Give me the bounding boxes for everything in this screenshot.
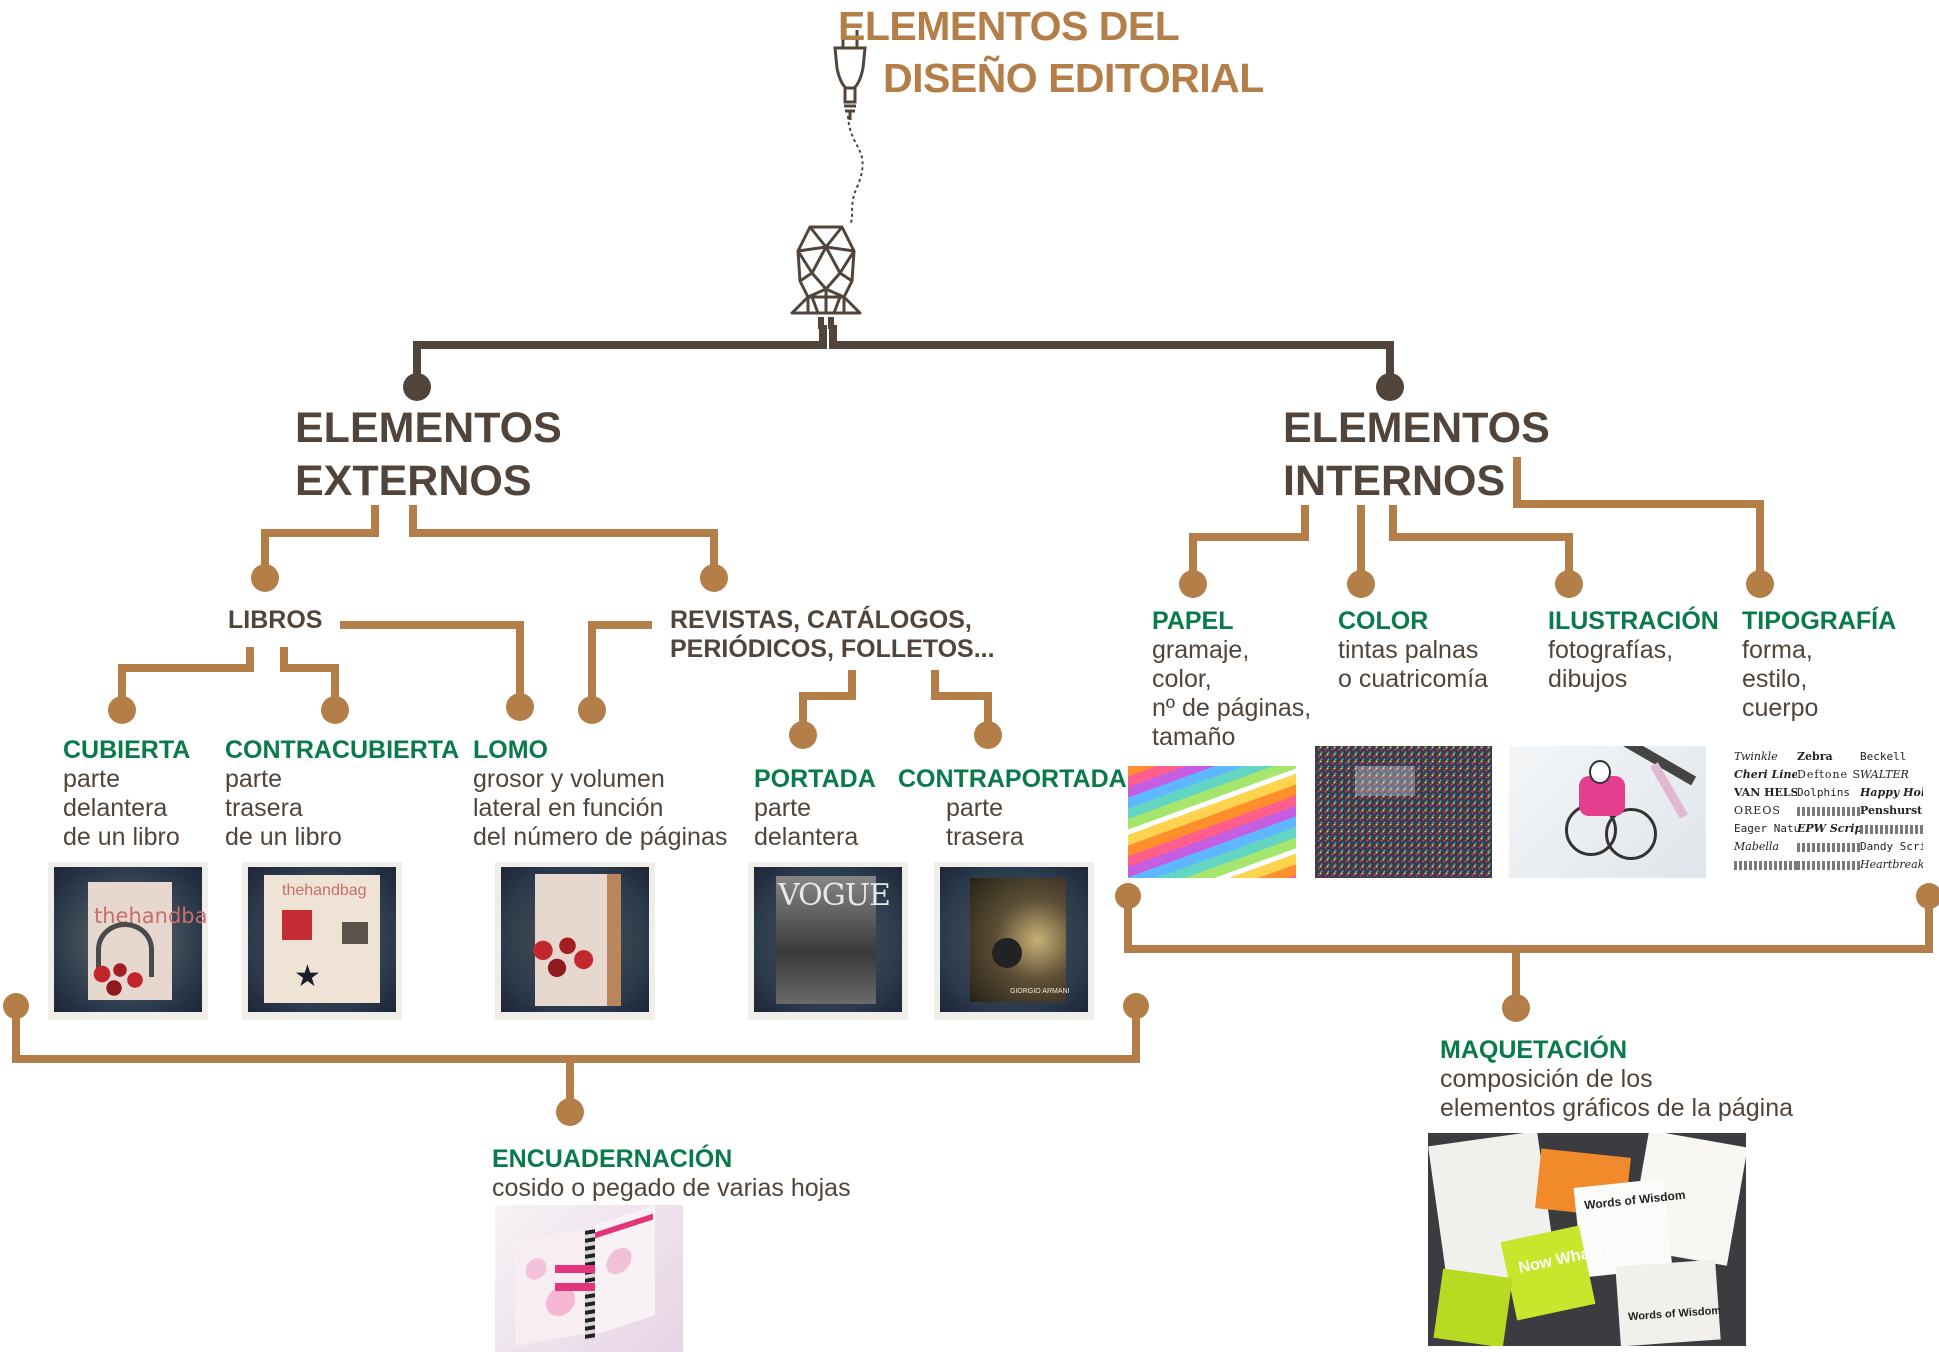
node-encuadernacion: ENCUADERNACIÓN cosido o pegado de varias… (492, 1145, 851, 1203)
typeface-sample: WALTER (1860, 768, 1909, 781)
node-tipografia-desc: forma, estilo, cuerpo (1742, 636, 1819, 722)
typeface-sample: Deftone Stylus (1797, 768, 1860, 781)
plug-icon (833, 30, 867, 120)
node-color-label: COLOR (1338, 607, 1429, 635)
node-color: COLOR tintas palnas o cuatricomía (1338, 607, 1488, 694)
typeface-sample: EPW Script (1797, 822, 1860, 835)
node-ilustracion: ILUSTRACIÓN fotografías, dibujos (1548, 607, 1719, 694)
typeface-sample (1797, 807, 1860, 816)
typeface-sample: OREOS (1734, 804, 1781, 817)
node-contraportada-label: CONTRAPORTADA (898, 765, 1127, 793)
title-line-2: DISEÑO EDITORIAL (883, 55, 1264, 101)
typeface-sample: Zebra (1797, 750, 1833, 763)
photo-papel (1128, 766, 1296, 878)
heading-externos-line-2: EXTERNOS (295, 457, 532, 505)
title-line-1: ELEMENTOS DEL (838, 3, 1180, 49)
photo-ilustracion (1509, 746, 1706, 878)
node-portada-label: PORTADA (754, 765, 876, 793)
node-encuadernacion-desc: cosido o pegado de varias hojas (492, 1174, 851, 1202)
node-maquetacion-desc: composición de los elementos gráficos de… (1440, 1065, 1794, 1122)
typeface-sample: Heartbreaker (1860, 858, 1923, 871)
photo-contracubierta: thehandbag ★ (242, 862, 402, 1020)
node-cubierta-desc: parte delantera de un libro (63, 765, 180, 851)
geometric-bulb-icon (790, 225, 862, 329)
node-tipografia-label: TIPOGRAFÍA (1742, 607, 1897, 635)
heading-internos: ELEMENTOS INTERNOS (1283, 402, 1550, 508)
heading-internos-line-1: ELEMENTOS (1283, 404, 1550, 452)
photo-portada: VOGUE (748, 862, 908, 1020)
typeface-sample: Dandy Script (1860, 840, 1923, 853)
label-libros: LIBROS (228, 606, 323, 634)
typeface-sample (1797, 843, 1860, 852)
photo-encuadernacion (495, 1205, 683, 1352)
typeface-sample: Twinkle (1734, 750, 1778, 763)
node-maquetacion: MAQUETACIÓN composición de los elementos… (1440, 1036, 1793, 1123)
node-contraportada-desc: parte trasera (946, 794, 1024, 851)
trunk-lines (413, 325, 1394, 385)
photo-contraportada: GIORGIO ARMANI (934, 862, 1094, 1020)
typeface-sample: Eager Naturalist (1734, 822, 1797, 835)
heading-externos-line-1: ELEMENTOS (295, 404, 562, 452)
label-revistas: REVISTAS, CATÁLOGOS, PERIÓDICOS, FOLLETO… (670, 606, 995, 664)
node-ilustracion-desc: fotografías, dibujos (1548, 636, 1674, 693)
heading-externos: ELEMENTOS EXTERNOS (295, 402, 562, 508)
node-contraportada: CONTRAPORTADA parte trasera (898, 765, 1127, 852)
handbag-back-text: thehandbag (282, 882, 367, 899)
photo-cubierta: thehandbag (48, 862, 208, 1020)
node-tipografia: TIPOGRAFÍA forma, estilo, cuerpo (1742, 607, 1896, 723)
node-portada-desc: parte delantera (754, 794, 859, 851)
node-papel: PAPEL gramaje, color, nº de páginas, tam… (1152, 607, 1311, 752)
node-papel-label: PAPEL (1152, 607, 1234, 635)
branch-lines (12, 457, 1933, 1110)
node-encuadernacion-label: ENCUADERNACIÓN (492, 1145, 733, 1173)
vogue-text: VOGUE (778, 878, 891, 913)
typeface-sample (1797, 861, 1860, 870)
heading-internos-line-2: INTERNOS (1283, 457, 1506, 505)
typeface-sample (1734, 861, 1797, 870)
node-contracubierta: CONTRACUBIERTA parte trasera de un libro (225, 736, 459, 852)
label-revistas-line-2: PERIÓDICOS, FOLLETOS... (670, 635, 995, 663)
trunk-dots (403, 373, 1404, 401)
photo-color (1315, 746, 1492, 878)
typeface-sample: Cheri Liney (1734, 768, 1797, 781)
node-papel-desc: gramaje, color, nº de páginas, tamaño (1152, 636, 1312, 751)
node-contracubierta-desc: parte trasera de un libro (225, 765, 342, 851)
label-revistas-line-1: REVISTAS, CATÁLOGOS, (670, 606, 972, 634)
node-portada: PORTADA parte delantera (754, 765, 876, 852)
typeface-sample: VAN HELSING (1734, 786, 1797, 799)
node-lomo-label: LOMO (473, 736, 548, 764)
node-cubierta: CUBIERTA parte delantera de un libro (63, 736, 190, 852)
typeface-sample: Penshurst (1860, 804, 1923, 817)
plug-cable (847, 115, 864, 226)
node-lomo: LOMO grosor y volumen lateral en función… (473, 736, 727, 852)
photo-maquetacion: Words of Wisdom Now What? Words of Wisdo… (1428, 1133, 1746, 1346)
diagram-title: ELEMENTOS DEL DISEÑO EDITORIAL (838, 0, 1264, 104)
node-maquetacion-label: MAQUETACIÓN (1440, 1036, 1628, 1064)
typeface-sample: Beckell (1860, 750, 1907, 763)
node-cubierta-label: CUBIERTA (63, 736, 191, 764)
node-color-desc: tintas palnas o cuatricomía (1338, 636, 1489, 693)
node-ilustracion-label: ILUSTRACIÓN (1548, 607, 1719, 635)
node-lomo-desc: grosor y volumen lateral en función del … (473, 765, 728, 851)
node-contracubierta-label: CONTRACUBIERTA (225, 736, 460, 764)
typeface-sample (1860, 825, 1923, 834)
typeface-sample: Mabella (1734, 840, 1779, 853)
typeface-sample: Dolphins (1797, 786, 1850, 799)
typeface-sample: Happy Hollow (1860, 786, 1923, 799)
photo-lomo (495, 862, 655, 1020)
star-icon: ★ (294, 960, 321, 993)
branch-dots (3, 564, 1939, 1126)
giorgio-armani-text: GIORGIO ARMANI (1010, 988, 1070, 995)
